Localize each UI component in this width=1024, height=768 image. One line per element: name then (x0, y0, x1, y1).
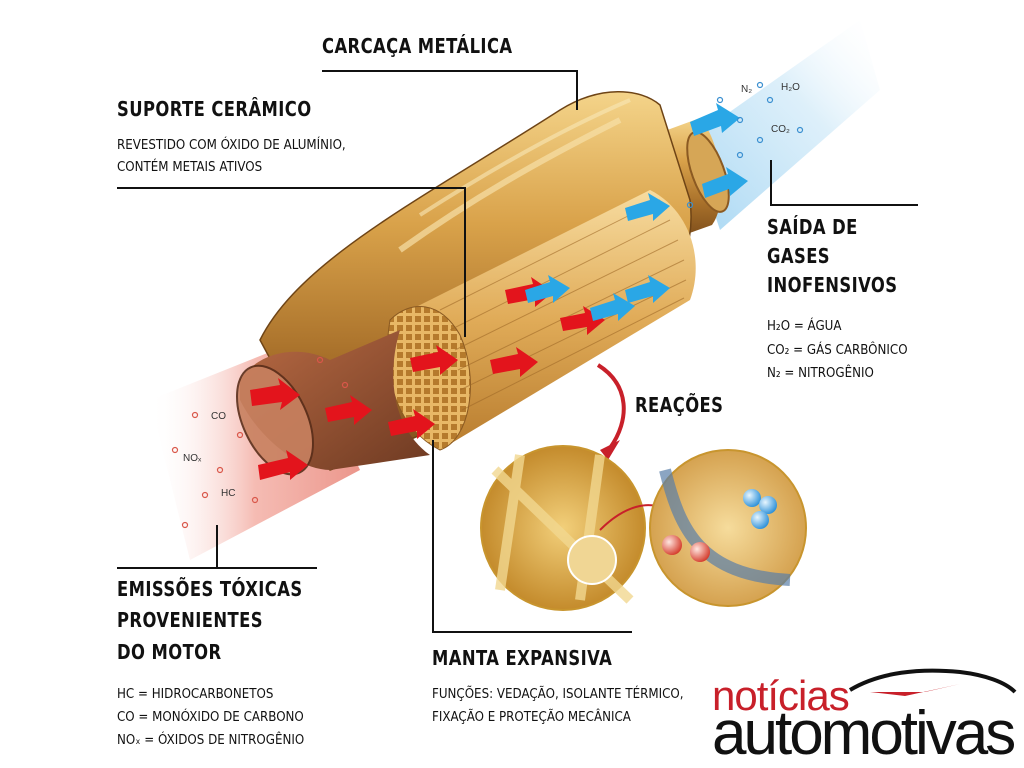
label-suporte-title: SUPORTE CERÂMICO (117, 97, 312, 121)
label-reacoes: REAÇÕES (635, 393, 724, 417)
outgoing-gas-molecules (686, 81, 804, 209)
clean-gas-arrows (525, 103, 748, 321)
label-emissoes-hc: HC = HIDROCARBONETOS (117, 686, 274, 702)
label-emissoes-2: PROVENIENTES (117, 608, 263, 632)
leader-manta (432, 631, 632, 633)
leader-carcaca (322, 70, 578, 72)
zoom-reaction (649, 449, 807, 607)
molecule-h2o: H₂O (781, 82, 800, 93)
label-emissoes-1: EMISSÕES TÓXICAS (117, 577, 303, 601)
brand-logo-line-1: notícias (712, 672, 850, 719)
label-suporte-desc-1: REVESTIDO COM ÓXIDO DE ALUMÍNIO, (117, 137, 346, 153)
incoming-gas-molecules (171, 356, 349, 529)
label-emissoes-nox: NOₓ = ÓXIDOS DE NITROGÊNIO (117, 732, 305, 748)
brand-logo-line-2: automotivas (712, 699, 1016, 768)
brand-car-icon (848, 668, 1017, 694)
molecule-n2: N₂ (741, 84, 753, 95)
label-saida-3: INOFENSIVOS (767, 273, 898, 297)
label-manta-desc-1: FUNÇÕES: VEDAÇÃO, ISOLANTE TÉRMICO, (432, 686, 684, 702)
reaction-pointer (596, 363, 626, 450)
label-manta-desc-2: FIXAÇÃO E PROTEÇÃO MECÂNICA (432, 709, 631, 725)
molecule-co2: CO₂ (771, 124, 790, 135)
label-saida-2: GASES (767, 244, 831, 268)
molecule-nox: NOₓ (183, 453, 202, 464)
leader-saida (770, 204, 918, 206)
leader-suporte (117, 187, 465, 189)
label-carcaca: CARCAÇA METÁLICA (322, 34, 513, 58)
label-saida-1: SAÍDA DE (767, 215, 858, 239)
label-saida-co2: CO₂ = GÁS CARBÔNICO (767, 342, 908, 358)
label-emissoes-3: DO MOTOR (117, 640, 222, 664)
label-manta-title: MANTA EXPANSIVA (432, 646, 613, 670)
hot-gas-arrows (250, 277, 605, 480)
label-saida-h2o: H₂O = ÁGUA (767, 318, 842, 334)
molecule-co: CO (211, 411, 226, 422)
molecule-hc: HC (221, 488, 236, 499)
label-suporte-desc-2: CONTÉM METAIS ATIVOS (117, 159, 263, 175)
label-saida-n2: N₂ = NITROGÊNIO (767, 365, 874, 381)
label-emissoes-co: CO = MONÓXIDO DE CARBONO (117, 709, 304, 725)
